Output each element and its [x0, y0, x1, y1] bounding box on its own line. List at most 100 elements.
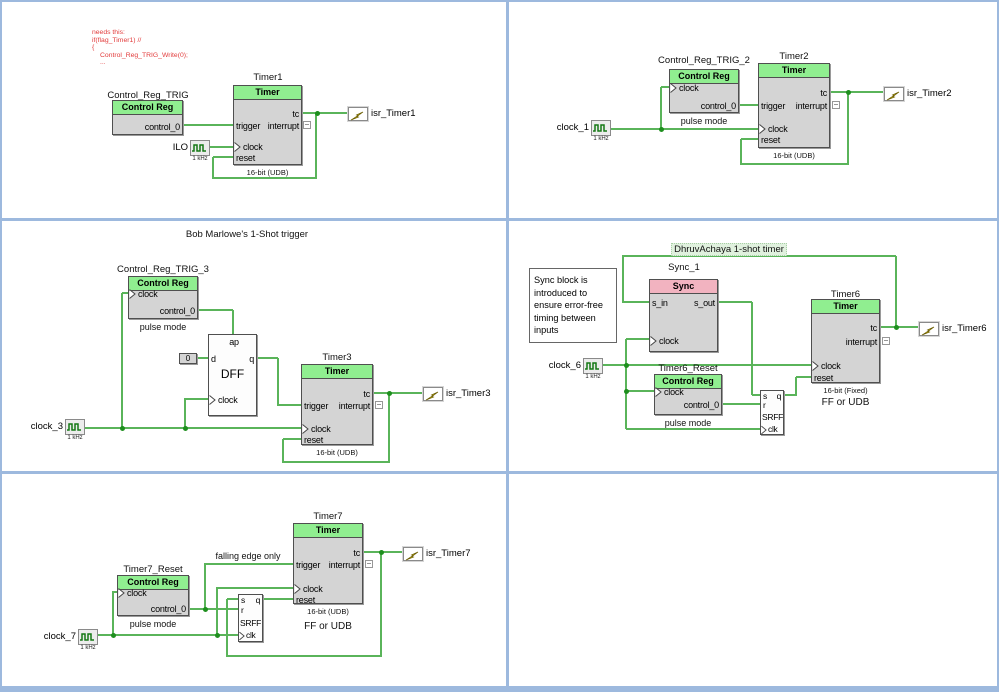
wire[interactable] [184, 398, 186, 429]
clock-source-clock3[interactable]: clock_3 1 kHz [31, 419, 85, 441]
wire[interactable] [257, 357, 278, 359]
timer1-block[interactable]: Timer tc trigger interrupt clock reset 1… [233, 85, 302, 177]
wire[interactable] [796, 376, 811, 378]
instance-label-sync1[interactable]: Sync_1 [668, 262, 700, 273]
instance-label-control-reg-trig-3[interactable]: Control_Reg_TRIG_3 [117, 264, 209, 275]
control-reg-trig-block[interactable]: Control Reg control_0 [112, 100, 183, 135]
wire[interactable] [625, 339, 627, 429]
wire[interactable] [204, 563, 294, 565]
wire[interactable] [373, 392, 423, 394]
clock-source-clock7[interactable]: clock_7 1 kHz [44, 629, 98, 651]
wire[interactable] [609, 128, 758, 130]
isr-timer6-component[interactable]: isr_Timer6 [919, 322, 987, 336]
panel4-title[interactable]: DhruvAchaya 1-shot timer [659, 243, 799, 256]
wire[interactable] [880, 326, 919, 328]
wire[interactable] [277, 358, 279, 406]
wire[interactable] [227, 598, 239, 600]
wire[interactable] [277, 404, 301, 406]
wire[interactable] [847, 92, 849, 165]
instance-label-timer3[interactable]: Timer3 [322, 352, 352, 363]
clock-source-clock1[interactable]: clock_1 1 kHz [557, 120, 611, 142]
isr-timer3-component[interactable]: isr_Timer3 [423, 387, 491, 401]
instance-label-timer2[interactable]: Timer2 [779, 51, 809, 62]
wire[interactable] [302, 112, 348, 114]
constant-zero-block[interactable]: 0 [179, 353, 197, 364]
wire[interactable] [751, 302, 753, 395]
isr-timer7-component[interactable]: isr_Timer7 [403, 547, 471, 561]
instance-label-timer7[interactable]: Timer7 [313, 511, 343, 522]
wire[interactable] [722, 403, 760, 405]
wire[interactable] [185, 398, 208, 400]
control-reg-trig-3-block[interactable]: Control Reg clock control_0 pulse mode [128, 276, 198, 332]
wire[interactable] [213, 177, 317, 179]
falling-edge-annotation[interactable]: falling edge only [215, 551, 281, 561]
sync-note-box[interactable]: Sync block is introduced to ensure error… [529, 268, 617, 343]
wire[interactable] [626, 390, 654, 392]
wire[interactable] [626, 338, 649, 340]
timer6-reset-block[interactable]: Control Reg clock control_0 pulse mode [654, 374, 722, 428]
wire[interactable] [830, 91, 884, 93]
interrupt-terminal[interactable] [303, 121, 311, 129]
wire[interactable] [795, 377, 797, 396]
panel3-title[interactable]: Bob Marlowe's 1-Shot trigger [185, 229, 309, 240]
sync1-block[interactable]: Sync s_in s_out clock [649, 279, 718, 352]
wire[interactable] [227, 655, 382, 657]
wire[interactable] [315, 113, 317, 179]
wire[interactable] [112, 592, 114, 636]
isr-timer2-component[interactable]: isr_Timer2 [884, 87, 952, 101]
wire[interactable] [739, 104, 758, 106]
wire[interactable] [232, 310, 234, 335]
wire[interactable] [96, 634, 238, 636]
wire[interactable] [599, 364, 811, 366]
wire[interactable] [189, 608, 238, 610]
wire[interactable] [718, 301, 752, 303]
control-reg-trig-2-block[interactable]: Control Reg clock control_0 pulse mode [669, 69, 739, 126]
wire[interactable] [213, 156, 233, 158]
dff-block[interactable]: ap d q DFF clock [208, 334, 257, 416]
clock-source-ilo[interactable]: ILO 1 kHz [173, 140, 210, 162]
wire[interactable] [752, 394, 760, 396]
wire[interactable] [388, 393, 390, 463]
instance-label-control-reg-trig-2[interactable]: Control_Reg_TRIG_2 [658, 55, 750, 66]
wire[interactable] [121, 293, 123, 429]
wire[interactable] [216, 587, 218, 635]
timer3-block[interactable]: Timer tc trigger interrupt clock reset 1… [301, 364, 373, 457]
instance-label-timer6-reset[interactable]: Timer6_Reset [658, 363, 718, 374]
wire[interactable] [112, 591, 118, 593]
clock-source-clock6[interactable]: clock_6 1 kHz [549, 358, 603, 380]
wire[interactable] [183, 124, 233, 126]
wire[interactable] [623, 255, 896, 257]
wire[interactable] [212, 157, 214, 179]
wire[interactable] [216, 587, 294, 589]
wire[interactable] [283, 461, 390, 463]
wire[interactable] [208, 146, 233, 148]
wire[interactable] [263, 598, 293, 600]
wire[interactable] [623, 301, 649, 303]
wire[interactable] [741, 163, 849, 165]
wire[interactable] [740, 139, 742, 165]
interrupt-terminal[interactable] [365, 560, 373, 568]
instance-label-control-reg-trig[interactable]: Control_Reg_TRIG [107, 90, 189, 101]
code-annotation[interactable]: needs this: if(flag_Timer1) // { Control… [92, 29, 188, 67]
srff-block[interactable]: s q r SRFF clk [760, 390, 784, 435]
wire[interactable] [661, 86, 669, 88]
timer2-block[interactable]: Timer tc trigger interrupt clock reset 1… [758, 63, 830, 160]
wire[interactable] [122, 292, 128, 294]
instance-label-timer6[interactable]: Timer6 [830, 289, 861, 300]
wire[interactable] [226, 599, 228, 657]
wire[interactable] [895, 256, 897, 327]
wire[interactable] [622, 255, 624, 303]
wire[interactable] [660, 87, 662, 130]
instance-label-timer1[interactable]: Timer1 [253, 72, 283, 83]
srff-block[interactable]: s q r SRFF clk [238, 594, 263, 642]
interrupt-terminal[interactable] [882, 337, 890, 345]
instance-label-timer7-reset[interactable]: Timer7_Reset [123, 564, 183, 575]
wire[interactable] [784, 394, 796, 396]
wire[interactable] [197, 357, 208, 359]
wire[interactable] [83, 427, 303, 429]
interrupt-terminal[interactable] [832, 101, 840, 109]
timer6-block[interactable]: Timer tc interrupt clock reset 16-bit (F… [811, 299, 880, 408]
wire[interactable] [204, 564, 206, 610]
timer7-reset-block[interactable]: Control Reg clock control_0 pulse mode [117, 575, 189, 629]
isr-timer1-component[interactable]: isr_Timer1 [348, 107, 416, 121]
